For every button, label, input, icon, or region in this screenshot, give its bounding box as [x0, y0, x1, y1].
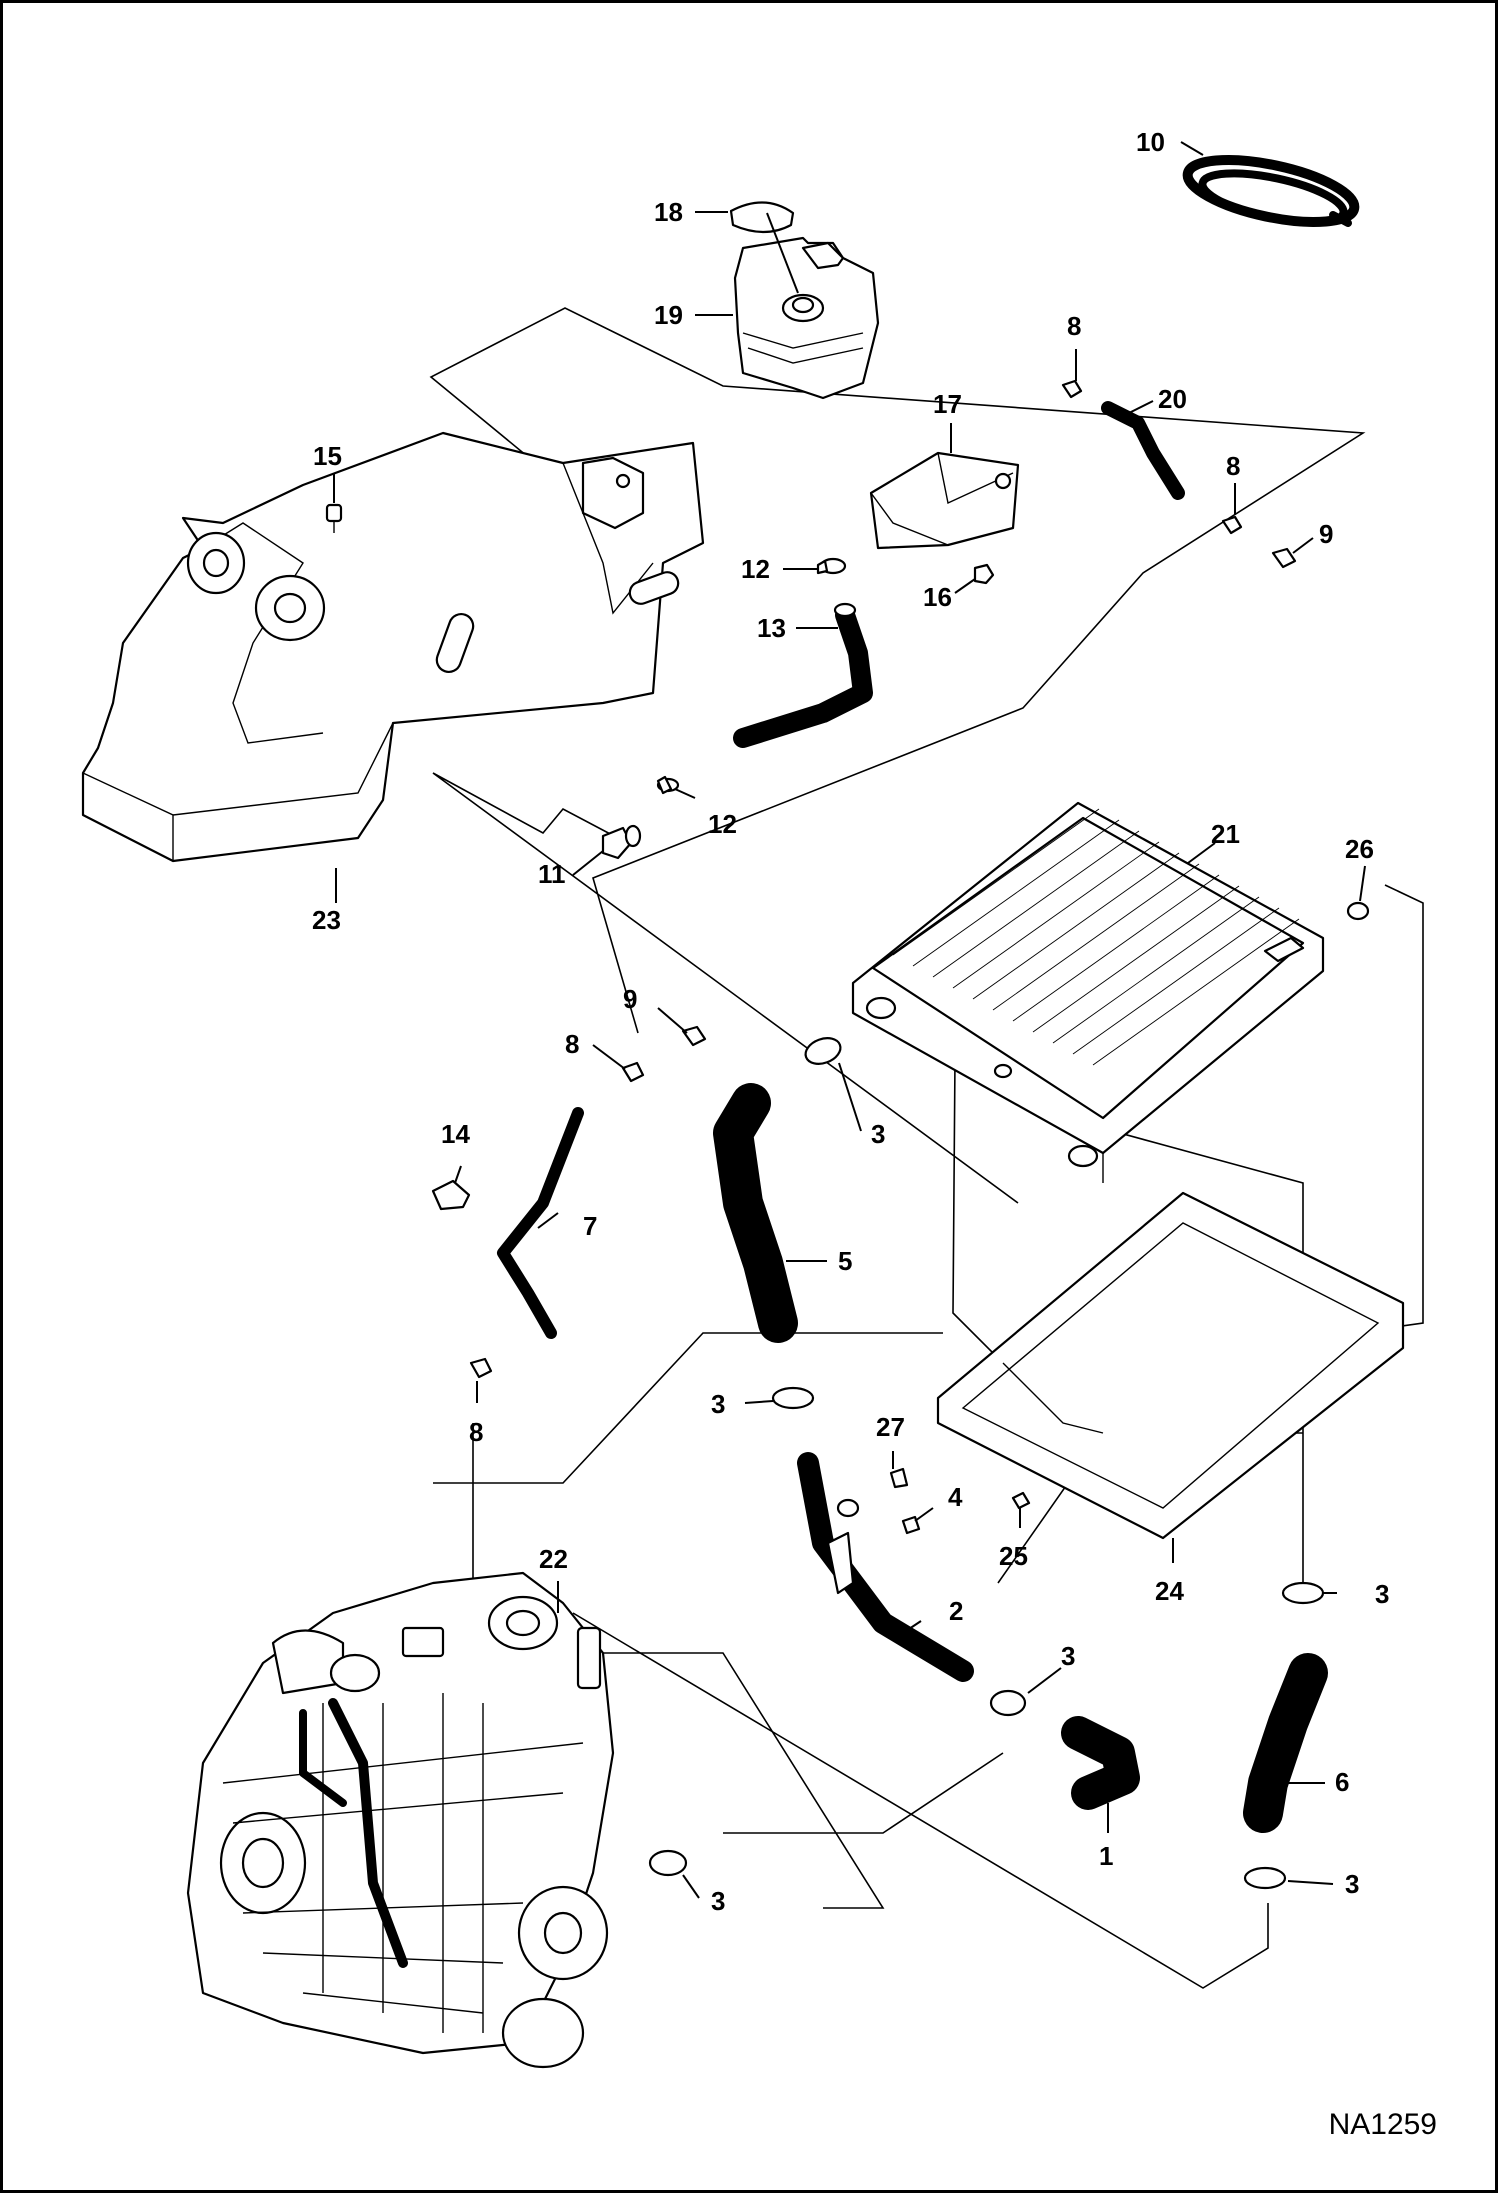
clamp-part-3-engine	[648, 1849, 688, 1877]
clip-part-14	[431, 1179, 471, 1211]
callout-3: 3	[711, 1886, 725, 1916]
hose-part-5	[713, 1083, 798, 1343]
callout-3: 3	[871, 1119, 885, 1149]
callout-3: 3	[1061, 1641, 1075, 1671]
hose-part-1	[1061, 1716, 1140, 1810]
bracket-part-17	[869, 451, 1020, 550]
callout-23: 23	[312, 905, 341, 935]
grommet-part-26	[1346, 901, 1370, 921]
shroud-part-24	[936, 1191, 1405, 1540]
clamp-part-8-hose7-bottom	[469, 1357, 493, 1379]
callout-2: 2	[949, 1596, 963, 1626]
hose-part-7	[497, 1107, 584, 1339]
leader-lines	[333, 141, 1366, 1899]
radiator-part-21	[851, 801, 1325, 1183]
callout-8: 8	[1067, 311, 1081, 341]
callout-18: 18	[654, 197, 683, 227]
hose-part-6	[1243, 1653, 1328, 1833]
coiled-hose-part	[1182, 155, 1360, 227]
callout-3: 3	[711, 1389, 725, 1419]
callout-9: 9	[1319, 519, 1333, 549]
callout-19: 19	[654, 300, 683, 330]
callout-3: 3	[1375, 1579, 1389, 1609]
callout-3: 3	[1345, 1869, 1359, 1899]
callout-22: 22	[539, 1544, 568, 1574]
callout-10: 10	[1136, 127, 1165, 157]
tube-part-2	[797, 1452, 974, 1682]
drawing-code: NA1259	[1328, 2108, 1437, 2141]
clamp-part-3-hose5-bottom	[771, 1386, 815, 1410]
fitting-part-27	[836, 1467, 909, 1518]
callout-13: 13	[757, 613, 786, 643]
clamp-part-3-hose6-bottom	[1243, 1866, 1287, 1890]
callout-8: 8	[469, 1417, 483, 1447]
clamp-part-12-upper	[816, 557, 847, 575]
callout-12: 12	[708, 809, 737, 839]
callout-labels: 10 18 19 8 20 17 8 9 15 12 16 13 12 11 2…	[312, 127, 1389, 1916]
bolt-part-15	[325, 503, 343, 533]
clamp-part-3-hose6-top	[1281, 1581, 1325, 1605]
callout-11: 11	[538, 859, 566, 889]
callout-5: 5	[838, 1246, 852, 1276]
callout-16: 16	[923, 582, 952, 612]
exploded-parts-diagram: 10 18 19 8 20 17 8 9 15 12 16 13 12 11 2…	[81, 127, 1424, 2069]
clamp-part-8-mid	[1221, 515, 1243, 535]
callout-12: 12	[741, 554, 770, 584]
callout-4: 4	[948, 1482, 963, 1512]
fitting-part-9-lower	[681, 1025, 707, 1047]
callout-8: 8	[565, 1029, 579, 1059]
callout-27: 27	[876, 1412, 905, 1442]
hose-part-13	[733, 602, 873, 748]
callout-20: 20	[1158, 384, 1187, 414]
callout-6: 6	[1335, 1767, 1349, 1797]
callout-17: 17	[933, 389, 962, 419]
callout-9: 9	[623, 984, 637, 1014]
reference-lines	[393, 307, 1424, 1989]
callout-24: 24	[1155, 1576, 1184, 1606]
loader-frame-part	[81, 431, 705, 863]
clamp-part-8-upper	[1061, 379, 1083, 399]
clamp-part-8-hose7-top	[621, 1061, 645, 1083]
hose-part-20	[1101, 401, 1185, 500]
clamp-part-12-lower	[656, 775, 680, 795]
callout-1: 1	[1099, 1841, 1113, 1871]
callout-21: 21	[1211, 819, 1240, 849]
callout-7: 7	[583, 1211, 597, 1241]
nut-part-16	[973, 563, 995, 585]
callout-25: 25	[999, 1541, 1028, 1571]
callout-14: 14	[441, 1119, 470, 1149]
callout-26: 26	[1345, 834, 1374, 864]
coolant-reservoir-part	[729, 201, 880, 400]
callout-8: 8	[1226, 451, 1240, 481]
fitting-part-9-upper	[1271, 547, 1297, 569]
callout-15: 15	[313, 441, 342, 471]
clamp-part-3-hose5-top	[804, 1037, 842, 1065]
bolt-part-25	[1011, 1491, 1031, 1510]
engine-part-22	[186, 1571, 615, 2069]
fitting-part-11	[601, 824, 642, 860]
clamp-part-3-tube2	[989, 1689, 1027, 1717]
